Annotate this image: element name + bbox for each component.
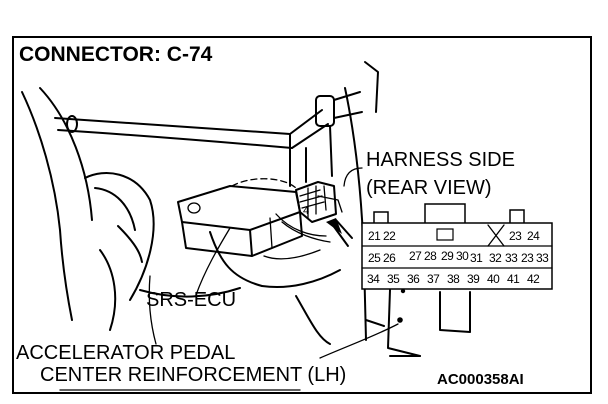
pin-38: 38: [447, 272, 460, 286]
pin-41: 41: [507, 272, 520, 286]
leader-srs-ecu: [195, 227, 231, 296]
pin-27: 27: [409, 249, 422, 263]
pin-22: 22: [383, 229, 396, 243]
pin-36: 36: [407, 272, 420, 286]
lock-tab-center: [424, 203, 466, 225]
empty-cavity-mark: [487, 224, 505, 247]
pin-35: 35: [387, 272, 400, 286]
connector-face: 21 22 27 28 29 30 23 24 25 26 31 32 33 2…: [361, 203, 553, 290]
pin-31: 31: [470, 251, 483, 265]
rear-view-label: (REAR VIEW): [366, 177, 492, 199]
bolt-marker-2: [400, 288, 406, 294]
leader-reinforcement: [319, 323, 399, 359]
center-reinforcement-label: CENTER REINFORCEMENT (LH): [40, 364, 346, 386]
pin-29: 29: [441, 249, 454, 263]
pin-33b: 33: [536, 251, 549, 265]
srs-ecu-label: SRS-ECU: [146, 289, 236, 311]
lock-tab-right: [509, 209, 525, 225]
center-cavity: [436, 228, 454, 241]
pin-40: 40: [487, 272, 500, 286]
accelerator-pedal-label: ACCELERATOR PEDAL: [16, 342, 235, 364]
vehicle-illustration: 4: [21, 61, 471, 391]
leader-harness-side: [343, 167, 363, 187]
harness-side-label: HARNESS SIDE: [366, 149, 515, 171]
bolt-marker: [397, 317, 403, 323]
figure-frame: [12, 36, 592, 394]
leader-accelerator: [148, 275, 157, 345]
pin-34: 34: [367, 272, 380, 286]
pin-23: 23: [509, 229, 522, 243]
connector-title: CONNECTOR: C-74: [19, 43, 213, 66]
pin-25: 25: [368, 251, 381, 265]
pin-30: 30: [456, 249, 469, 263]
pin-26: 26: [383, 251, 396, 265]
pin-32: 32: [489, 251, 502, 265]
pin-24: 24: [527, 229, 540, 243]
figure-code: AC000358AI: [437, 371, 524, 388]
pin-42: 42: [527, 272, 540, 286]
pin-39: 39: [467, 272, 480, 286]
pin-37: 37: [427, 272, 440, 286]
pin-28: 28: [424, 249, 437, 263]
pin-21: 21: [368, 229, 381, 243]
connector-body: [361, 222, 553, 290]
pin-33: 33: [505, 251, 518, 265]
lock-tab-left: [373, 211, 389, 225]
pin-23b: 23: [521, 251, 534, 265]
connector-pin-marker: 4: [303, 205, 309, 217]
